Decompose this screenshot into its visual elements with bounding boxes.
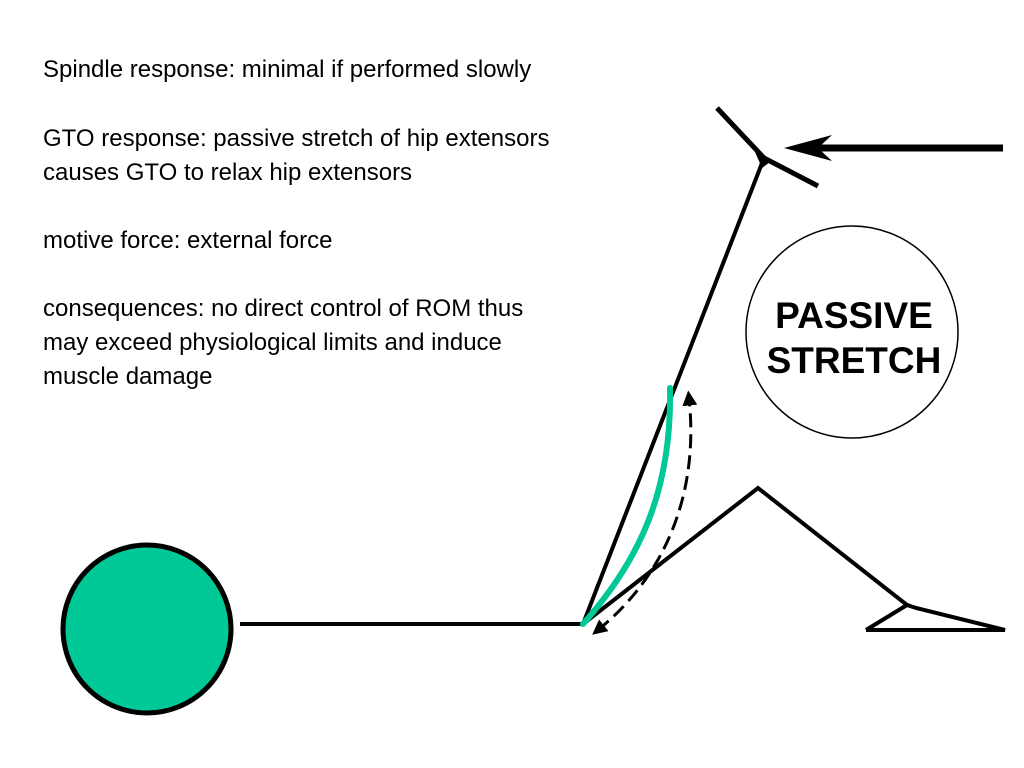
badge-line-1: PASSIVE (775, 295, 933, 336)
note-line: muscle damage (43, 363, 213, 390)
note-line: GTO response: passive stretch of hip ext… (43, 125, 550, 152)
badge-line-2: STRETCH (767, 340, 942, 381)
note-line: causes GTO to relax hip extensors (43, 159, 413, 186)
support-foot (864, 602, 1006, 632)
note-line: may exceed physiological limits and indu… (43, 329, 502, 356)
stretch-dashed-arrow (592, 390, 698, 635)
note-gto-response: GTO response: passive stretch of hip ext… (43, 122, 683, 190)
note-line: Spindle response: minimal if performed s… (43, 56, 532, 83)
note-line: consequences: no direct control of ROM t… (43, 295, 524, 322)
note-consequences: consequences: no direct control of ROM t… (43, 292, 683, 394)
head-circle (60, 542, 234, 716)
raised-foot-heel (755, 152, 770, 168)
passive-stretch-badge (745, 225, 959, 439)
force-arrow-head (784, 135, 832, 161)
note-motive-force: motive force: external force (43, 224, 683, 258)
note-spindle-response: Spindle response: minimal if performed s… (43, 53, 683, 87)
note-line: motive force: external force (43, 227, 333, 254)
